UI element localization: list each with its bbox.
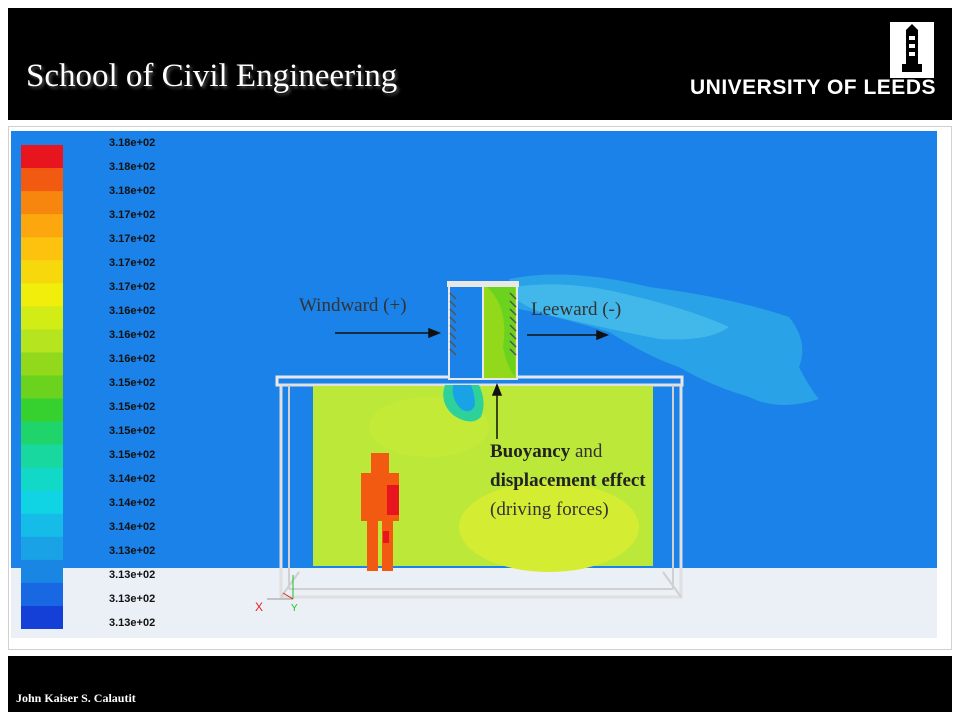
colorbar-swatch xyxy=(21,214,63,238)
colorbar-swatch xyxy=(21,444,63,469)
colorbar-tick-label: 3.17e+02 xyxy=(109,233,156,245)
footer-bar: John Kaiser S. Calautit xyxy=(8,656,952,712)
colorbar-swatch xyxy=(21,191,63,215)
colorbar-swatch xyxy=(21,168,63,192)
colorbar-swatch xyxy=(21,421,63,446)
colorbar-swatch xyxy=(21,605,63,629)
wind-tower-left-duct xyxy=(448,284,484,380)
temperature-contour-plot: X Y xyxy=(11,131,937,638)
colorbar-tick-label: 3.15e+02 xyxy=(109,425,156,437)
colorbar-swatch xyxy=(21,582,63,607)
ground-region xyxy=(11,568,937,638)
colorbar-swatch xyxy=(21,260,63,284)
university-crest-icon xyxy=(890,22,934,78)
colorbar-swatch xyxy=(21,559,63,584)
university-brand: UNIVERSITY OF LEEDS xyxy=(690,76,936,99)
colorbar-tick-label: 3.14e+02 xyxy=(109,497,156,509)
colorbar-tick-label: 3.15e+02 xyxy=(109,449,156,461)
colorbar-swatch xyxy=(21,398,63,423)
colorbar-tick-label: 3.15e+02 xyxy=(109,401,156,413)
colorbar-tick-label: 3.13e+02 xyxy=(109,569,156,581)
colorbar-tick-label: 3.16e+02 xyxy=(109,329,156,341)
buoyancy-arrow xyxy=(491,382,503,439)
colorbar-swatch xyxy=(21,306,63,330)
colorbar-tick-label: 3.13e+02 xyxy=(109,593,156,605)
building-outer-wall xyxy=(279,383,683,599)
colorbar-tick-label: 3.13e+02 xyxy=(109,617,156,629)
colorbar-tick-label: 3.16e+02 xyxy=(109,353,156,365)
axis-x-label: X xyxy=(255,600,263,614)
windward-label: Windward (+) xyxy=(299,295,407,316)
colorbar-tick-label: 3.14e+02 xyxy=(109,473,156,485)
colorbar-swatch xyxy=(21,237,63,261)
colorbar-tick-label: 3.17e+02 xyxy=(109,209,156,221)
colorbar-tick-label: 3.17e+02 xyxy=(109,257,156,269)
colorbar-swatch xyxy=(21,283,63,307)
displacement-effect-words: displacement effect xyxy=(490,470,646,491)
colorbar-swatch xyxy=(21,145,63,169)
colorbar-swatch xyxy=(21,490,63,515)
buoyancy-word: Buoyancy xyxy=(490,441,571,462)
leeward-arrow xyxy=(527,329,610,341)
colorbar-tick-label: 3.16e+02 xyxy=(109,305,156,317)
axis-y-label: Y xyxy=(291,603,298,614)
occupant-figure xyxy=(361,453,399,571)
axis-triad xyxy=(267,575,294,600)
colorbar-tick-label: 3.14e+02 xyxy=(109,521,156,533)
windward-arrow xyxy=(335,327,442,339)
header-bar: School of Civil Engineering UNIVERSITY O… xyxy=(8,8,952,120)
colorbar-tick-label: 3.18e+02 xyxy=(109,161,156,173)
colorbar-tick-label: 3.17e+02 xyxy=(109,281,156,293)
colorbar-swatch xyxy=(21,467,63,492)
louvers-left xyxy=(449,292,457,356)
colorbar-tick-label: 3.13e+02 xyxy=(109,545,156,557)
colorbar-swatch xyxy=(21,352,63,376)
wind-tower-cap xyxy=(447,281,519,287)
leeward-label: Leeward (-) xyxy=(531,299,622,320)
colorbar xyxy=(21,145,63,629)
buoyancy-note: Buoyancy and displacement effect (drivin… xyxy=(490,437,650,524)
colorbar-tick-label: 3.18e+02 xyxy=(109,137,156,149)
colorbar-swatch xyxy=(21,536,63,561)
page-title: School of Civil Engineering xyxy=(26,58,398,94)
colorbar-swatch xyxy=(21,375,63,400)
colorbar-tick-label: 3.15e+02 xyxy=(109,377,156,389)
colorbar-swatch xyxy=(21,329,63,353)
driving-forces-words: (driving forces) xyxy=(490,499,609,520)
colorbar-tick-label: 3.18e+02 xyxy=(109,185,156,197)
author-name: John Kaiser S. Calautit xyxy=(16,691,136,705)
louvers-right xyxy=(509,292,517,356)
buoyancy-and: and xyxy=(570,441,603,462)
exhaust-plume-core xyxy=(514,284,729,340)
simulation-panel: X Y 3.18e+02 3.18e+02 3.18e+02 3.17e+02 3.17… xyxy=(8,126,952,650)
colorbar-swatch xyxy=(21,513,63,538)
